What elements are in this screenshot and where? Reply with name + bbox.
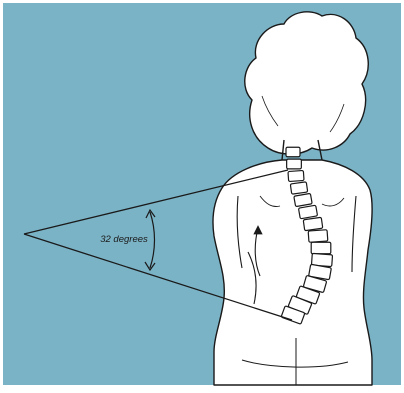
vertebra [303, 217, 323, 230]
vertebra [287, 159, 302, 169]
hair [245, 12, 368, 154]
vertebra [311, 242, 331, 254]
vertebra [286, 147, 300, 157]
vertebra [308, 230, 328, 243]
vertebra [290, 182, 307, 194]
vertebra [288, 170, 304, 181]
vertebra [294, 193, 312, 206]
vertebra [298, 205, 317, 219]
angle-label: 32 degrees [100, 234, 148, 245]
